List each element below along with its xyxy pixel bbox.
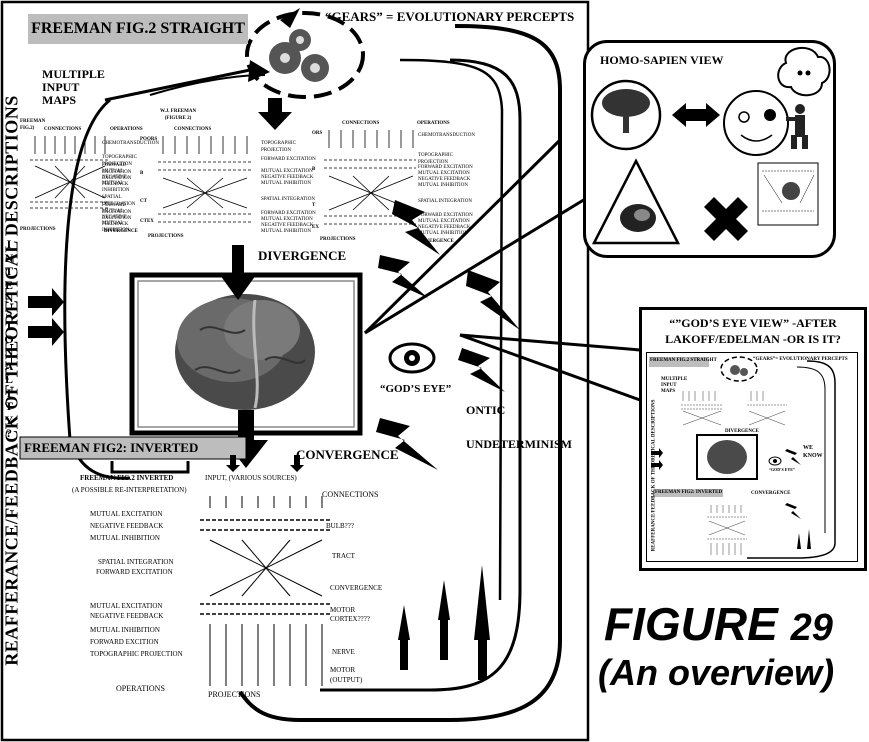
middle-schematic-lines <box>158 136 253 223</box>
face-icon <box>723 90 789 156</box>
mini-know: KNOW <box>803 453 823 459</box>
convergence-label: CONVERGENCE <box>296 447 399 462</box>
x-shape-icon <box>704 197 748 241</box>
gods-eye-label: “GOD’S EYE” <box>380 383 452 395</box>
figure-number: FIGURE 29 <box>604 597 833 651</box>
tree-icon <box>602 89 650 117</box>
divergence-label: DIVERGENCE <box>258 248 347 263</box>
mini-inverted: FREEMAN FIG2: INVERTED <box>655 490 723 495</box>
mini-divergence: DIVERGENCE <box>725 429 759 434</box>
main-frame <box>0 0 590 742</box>
ontic-label: ONTIC <box>466 403 506 417</box>
homo-sapien-panel: HOMO-SAPIEN VIEW <box>583 40 836 258</box>
figure-num-value: 29 <box>790 607 833 649</box>
inverted-title-box <box>19 436 247 460</box>
pointer-line-1 <box>364 188 601 335</box>
mini-vertical: REAFFERANCE/FEEDBACK OF THEORETICAL DESC… <box>651 399 657 552</box>
mini-overview: FREEMAN FIG.2 STRAIGHT “GEARS”= EVOLUTIO… <box>646 352 858 562</box>
pointer-line-3 <box>459 333 641 402</box>
feedback-loop-inner <box>320 58 522 692</box>
divergence-arrow <box>220 245 256 300</box>
right-schematic-lines <box>324 130 416 225</box>
person-icon <box>786 104 808 149</box>
undeterminism-label: UNDETERMINISM <box>466 437 573 451</box>
pointer-line-2 <box>363 138 562 335</box>
inverted-title: FREEMAN FIG2: INVERTED <box>24 440 199 455</box>
gods-eye-view-panel: “”GOD’S EYE VIEW” -AFTER LAKOFF/EDELMAN … <box>639 307 867 571</box>
mini-title: FREEMAN FIG.2 STRAIGHT <box>650 358 717 363</box>
figure-word: FIGURE <box>604 598 778 650</box>
multiple-input-maps: MULTIPLE INPUT MAPS <box>42 67 105 107</box>
mini-gods-eye: “GOD’S EYE” <box>769 467 795 472</box>
eye-icon <box>388 342 436 374</box>
main-title: FREEMAN FIG.2 STRAIGHT <box>28 14 248 44</box>
thought-cloud-icon <box>777 46 831 97</box>
feedback-loop-innermost <box>399 58 504 601</box>
inverted-schematic-lines <box>200 496 330 686</box>
gears-label: “GEARS” = EVOLUTIONARY PERCEPTS <box>325 9 575 24</box>
inverted-diagram: FREEMAN FIG.2 INVERTED (A POSSIBLE RE-IN… <box>72 474 383 699</box>
left-schematic-lines <box>30 136 110 209</box>
gods-view-title-2: LAKOFF/EDELMAN -OR IS IT? <box>665 332 841 346</box>
mini-we: WE <box>803 445 814 451</box>
input-arrow-1 <box>28 288 64 316</box>
gears-ellipse <box>245 11 365 99</box>
middle-schematic: W.J. FREEMAN (FIGURE 2) CONNECTIONS POOR… <box>140 108 260 243</box>
mini-overview-lines <box>649 356 836 559</box>
homo-sapien-illustration <box>590 46 831 245</box>
triangle-icon <box>591 158 681 245</box>
mini-gears-label: “GEARS”= EVOLUTIONARY PERCEPTS <box>753 357 848 362</box>
figure-subtitle: (An overview) <box>598 652 835 693</box>
feedback-loop-outer <box>238 24 562 722</box>
upward-arrows <box>398 565 490 680</box>
pointer-line-4 <box>459 333 641 352</box>
gears-icon <box>269 8 329 82</box>
right-schematic: CONNECTIONS OPERATIONS ORS B T EX CHEMOT… <box>312 121 475 244</box>
left-feedback-curve <box>63 98 131 480</box>
brain-icon <box>175 294 315 410</box>
left-schematic: FREEMAN FIG.2) CONNECTIONS OPERATIONS CH… <box>20 119 159 234</box>
gods-view-title-1: “”GOD’S EYE VIEW” -AFTER <box>669 316 837 330</box>
homo-sapien-title: HOMO-SAPIEN VIEW <box>600 53 724 67</box>
mini-convergence: CONVERGENCE <box>751 491 791 496</box>
double-arrow-icon <box>672 103 720 127</box>
lightning-bolts <box>376 200 520 470</box>
input-arrow-2 <box>28 318 64 346</box>
topographic-ops-column: TOPOGRAPHIC PROJECTION FORWARD EXCITATIO… <box>261 141 316 234</box>
